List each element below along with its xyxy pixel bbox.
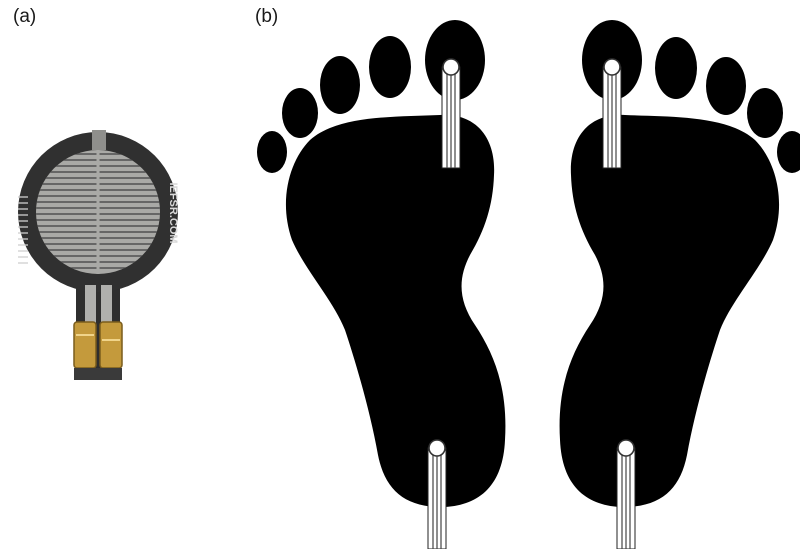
left-toe-2 — [369, 36, 411, 98]
fsr-sensor: IEFSR.COM — [18, 130, 179, 380]
left-foot — [257, 20, 505, 507]
right-toe-3 — [706, 57, 746, 115]
sensor-contact-pad — [443, 59, 459, 75]
left-toe-4 — [282, 88, 318, 138]
right-little-toe — [777, 131, 800, 173]
sensor-lead — [442, 59, 460, 168]
left-sole — [286, 115, 505, 507]
sensor-solder-right — [100, 322, 122, 368]
right-toe-2 — [655, 37, 697, 99]
sensor-contact-pad — [618, 440, 634, 456]
right-sole — [560, 115, 779, 507]
sensor-lead — [428, 440, 446, 549]
sensor-lead — [603, 59, 621, 168]
left-toe-3 — [320, 56, 360, 114]
sensor-brand-text: IEFSR.COM — [167, 182, 179, 243]
sensor-solder-left — [74, 322, 96, 368]
right-foot — [560, 20, 800, 507]
right-toe-4 — [747, 88, 783, 138]
sensor-lead — [617, 440, 635, 549]
sensor-contact-pad — [429, 440, 445, 456]
left-little-toe — [257, 131, 287, 173]
sensor-trace-top — [92, 130, 106, 150]
sensor-tail-tip — [74, 368, 122, 380]
sensor-contact-pad — [604, 59, 620, 75]
